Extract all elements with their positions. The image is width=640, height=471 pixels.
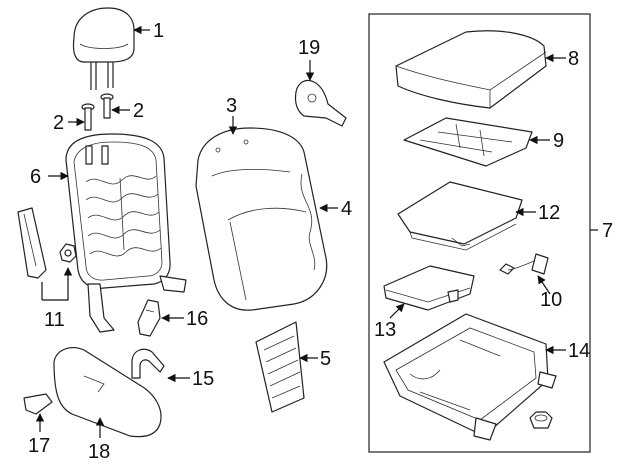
track-nut xyxy=(529,411,553,429)
side-pad xyxy=(17,207,47,279)
callout-13-leader xyxy=(389,303,405,319)
callout-11: 11 xyxy=(44,309,65,331)
callout-2a: 2 xyxy=(53,112,64,134)
callout-13: 13 xyxy=(374,319,396,341)
side-shield xyxy=(53,347,162,438)
seat-track-assembly xyxy=(383,313,557,441)
callout-15: 15 xyxy=(192,368,214,390)
control-module xyxy=(383,265,475,311)
lower-bracket xyxy=(137,299,161,337)
callout-3: 3 xyxy=(226,95,237,117)
small-cover xyxy=(23,393,53,415)
callout-18: 18 xyxy=(88,441,110,463)
headrest xyxy=(72,7,135,90)
callout-5: 5 xyxy=(320,348,331,370)
seat-pan xyxy=(397,181,523,251)
headrest-guide-left xyxy=(81,103,95,131)
headrest-guide-right xyxy=(100,93,114,119)
seatback-cover xyxy=(195,127,328,311)
callout-7: 7 xyxy=(602,220,613,242)
harness-clip xyxy=(131,348,165,379)
wire-harness xyxy=(499,253,549,275)
callout-1: 1 xyxy=(153,20,164,42)
recliner-bracket xyxy=(294,79,347,127)
nut xyxy=(59,243,77,263)
callout-17: 17 xyxy=(28,435,50,457)
callout-19: 19 xyxy=(298,37,320,59)
seatback-frame xyxy=(65,133,187,333)
callout-10: 10 xyxy=(540,289,562,311)
callout-12: 12 xyxy=(538,202,560,224)
callout-4: 4 xyxy=(341,198,352,220)
callout-16: 16 xyxy=(186,308,208,330)
seat-heater xyxy=(403,117,533,167)
callout-2b: 2 xyxy=(133,100,144,122)
callout-14: 14 xyxy=(568,340,590,362)
callout-8: 8 xyxy=(568,48,579,70)
callout-9: 9 xyxy=(553,130,564,152)
warning-label xyxy=(255,321,305,413)
callout-10-leader xyxy=(537,275,551,295)
cushion-group-box xyxy=(368,13,591,453)
cushion-pad xyxy=(395,30,547,109)
callout-11-leader xyxy=(41,268,68,301)
callout-6: 6 xyxy=(30,166,41,188)
